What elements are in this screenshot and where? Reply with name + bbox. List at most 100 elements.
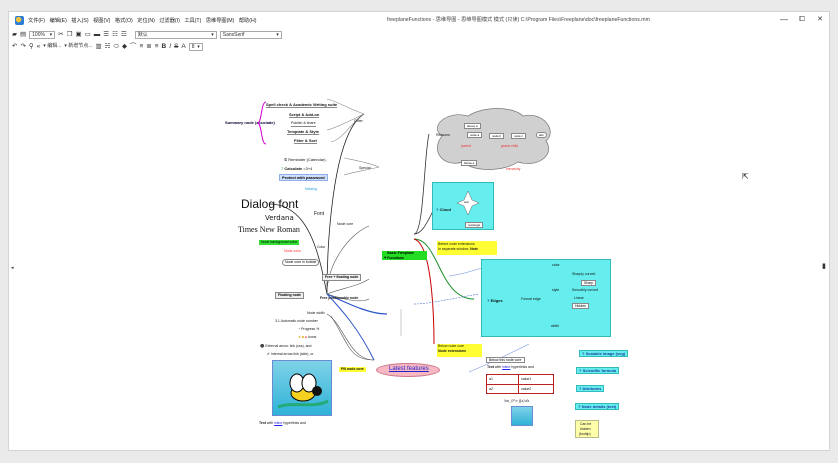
list-icon[interactable]: ☷ [112, 31, 118, 38]
align-left-icon[interactable]: ≡ [139, 43, 144, 50]
node-internal[interactable]: ✔ Internal arrow-link (side), or [267, 352, 314, 356]
node-protect[interactable]: Protect with password [279, 174, 328, 181]
node-shape-icon[interactable]: ⬭ [113, 43, 119, 50]
node-filter[interactable]: Filter & Sort [294, 138, 317, 144]
node-width[interactable]: Node width [307, 311, 325, 315]
node-nodecolor[interactable]: Node color [284, 249, 301, 253]
align-icon[interactable]: ☰ [103, 31, 110, 38]
left-handle-icon[interactable]: ◂ [11, 265, 14, 271]
fold-icon[interactable]: ▭ [84, 31, 91, 38]
new-node-button[interactable]: ▾ 新增节点... [64, 43, 93, 49]
node-bgcolor[interactable]: Node background color [259, 240, 300, 245]
paste-icon[interactable]: ▣ [75, 31, 82, 38]
close-button[interactable]: ✕ [817, 16, 823, 23]
right-handle-icon[interactable]: ▮ [822, 263, 826, 270]
node-template[interactable]: Template & Style [287, 129, 319, 135]
inline-link[interactable]: inline [274, 421, 283, 425]
node-script[interactable]: Script & Add-on [289, 112, 320, 118]
node-below-core[interactable]: Below this node core [486, 357, 525, 363]
root-node[interactable] [376, 363, 440, 377]
node-edge-style[interactable]: style [552, 288, 560, 292]
menu-edit[interactable]: 编辑(E) [49, 17, 67, 24]
save-icon[interactable]: ▤ [20, 31, 27, 38]
node-star[interactable]: star [464, 200, 470, 204]
menu-file[interactable]: 文件(F) [28, 17, 45, 24]
edge-icon[interactable]: ⌒ [130, 43, 137, 50]
search-icon[interactable]: ⚲ [28, 43, 34, 50]
node-icons[interactable]: ★☻● Icons [298, 335, 316, 340]
node-text-link[interactable]: Text with inline hyperlinks and [259, 421, 306, 426]
node-publish[interactable]: Publish & share [291, 121, 316, 127]
map-canvas[interactable]: Spell check & Academic Writing suite Scr… [9, 54, 829, 450]
node-cloud[interactable]: ? Cloud [436, 207, 451, 212]
node-sharp[interactable]: Sharply curved [572, 272, 596, 276]
node-ext-below[interactable]: Below node core Node extensions [437, 344, 482, 357]
cut-icon[interactable]: ✂ [58, 31, 64, 38]
node-rectangle[interactable]: rectangle [465, 222, 484, 228]
node-floating[interactable]: Floating node [275, 292, 304, 299]
node-formal[interactable]: Formal edge [521, 297, 541, 301]
node-hidden[interactable]: Hidden [572, 303, 590, 309]
tree-icon[interactable]: ☵ [104, 43, 111, 50]
node-edge-color[interactable]: color [552, 263, 560, 267]
style-select[interactable]: 默认▾ [134, 30, 217, 39]
node-external[interactable]: ⚫ External arrow: link (css), and [260, 344, 312, 348]
node-details[interactable]: ? Node details (text) [575, 403, 620, 410]
node-bubble[interactable]: Node core in bubble [282, 259, 320, 266]
menu-insert[interactable]: 插入(S) [71, 17, 89, 24]
node-node-b[interactable]: node b [489, 133, 505, 139]
node-text-with[interactable]: Text with inline hyperlinks and [487, 365, 534, 370]
node-abc[interactable]: abc [536, 132, 547, 138]
node-basic[interactable]: ♣ Basic Freeplane Functions [382, 251, 428, 260]
node-blank[interactable]: Missing [305, 187, 317, 191]
menu-tools[interactable]: 工具(T) [184, 17, 202, 24]
node-reasons[interactable]: Reasons [436, 133, 450, 137]
node-smooth[interactable]: Smoothly curved [572, 288, 599, 292]
align-right-icon[interactable]: ≡ [154, 43, 159, 50]
maximize-button[interactable]: ⧠ [799, 16, 805, 23]
menu-format[interactable]: 格式(O) [114, 17, 133, 24]
menu-view[interactable]: 视图(V) [93, 17, 111, 24]
menu-navigate[interactable]: 定位(N) [137, 17, 155, 24]
open-folder-icon[interactable]: ▰ [12, 31, 17, 38]
text-color-icon[interactable]: A [181, 43, 186, 50]
color-swatch-icon[interactable]: ◆ [122, 43, 127, 50]
node-extensions-note[interactable]: Before node extensions In separate windo… [437, 241, 497, 255]
node-verdana[interactable]: Verdana [265, 214, 294, 222]
node-other[interactable]: Other [354, 119, 363, 123]
strike-button[interactable]: S [174, 43, 179, 50]
minimize-button[interactable]: — [780, 15, 788, 24]
menu-filter[interactable]: 过滤器(I) [159, 17, 180, 24]
font-size-select[interactable]: 8▾ [188, 42, 203, 51]
node-dialog-font[interactable]: Dialog font [241, 197, 299, 211]
unfold-icon[interactable]: ▬ [93, 31, 101, 38]
node-above[interactable]: above a [464, 123, 481, 129]
edit-button[interactable]: ▾ 编辑... [43, 43, 62, 49]
right-inline-link[interactable]: inline [502, 365, 511, 369]
node-below[interactable]: below a [461, 160, 478, 166]
node-linear[interactable]: Linear [574, 296, 584, 300]
node-freepos[interactable]: Free positionable node [320, 296, 359, 300]
node-core[interactable]: Node core [337, 222, 354, 226]
node-edge-width[interactable]: width [551, 324, 560, 328]
node-reminder[interactable]: ⏲ Reminder (Calendar) [284, 157, 326, 162]
node-sharp2[interactable]: Sharp [581, 280, 597, 286]
zoom-select[interactable]: 100%▾ [29, 30, 56, 39]
back-icon[interactable]: « [36, 43, 41, 50]
node-progress[interactable]: ◔ Progress % [298, 327, 320, 331]
node-formula[interactable]: ? Scientific formula [576, 367, 620, 374]
font-family-select[interactable]: SansSerif▾ [219, 30, 282, 39]
node-edges[interactable]: ? Edges [487, 298, 503, 303]
node-summary[interactable]: Summary node (accolade) [225, 120, 275, 125]
undo-icon[interactable]: ↶ [12, 43, 18, 50]
node-autonum[interactable]: 3.1 Automatic node number [275, 319, 318, 323]
node-scalable[interactable]: ? Scalable image (svg) [579, 350, 629, 357]
node-free[interactable]: Free + floating node [322, 274, 362, 281]
layout-icon[interactable]: ▥ [95, 43, 102, 50]
node-node-a[interactable]: node a [467, 132, 483, 138]
node-color[interactable]: Color [317, 245, 326, 249]
outline-icon[interactable]: ☲ [120, 31, 127, 38]
node-spell-check[interactable]: Spell check & Academic Writing suite [266, 102, 338, 108]
node-special[interactable]: Special [359, 166, 371, 170]
italic-button[interactable]: I [169, 43, 172, 50]
